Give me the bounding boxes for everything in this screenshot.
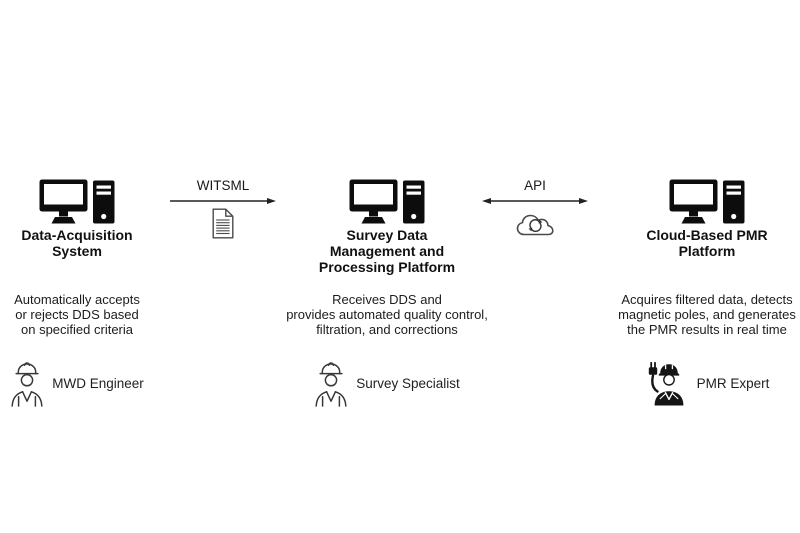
desktop-computer-icon	[277, 178, 497, 224]
right-arrow-icon	[170, 197, 276, 205]
document-icon	[170, 208, 276, 239]
node-cloud-pmr-platform: Cloud-Based PMR Platform Acquires filter…	[597, 178, 800, 414]
role-label: PMR Expert	[696, 375, 770, 391]
node-title: Survey Data Management and Processing Pl…	[318, 227, 456, 275]
node-title: Data-Acquisition System	[21, 227, 133, 259]
worker-hardhat-icon	[10, 359, 44, 407]
node-role: PMR Expert	[597, 357, 800, 409]
role-label: MWD Engineer	[52, 375, 144, 391]
role-label: Survey Specialist	[356, 375, 460, 391]
connection-label: API	[524, 178, 546, 193]
double-arrow-icon	[482, 197, 588, 205]
cloud-sync-icon	[482, 210, 588, 240]
node-description: Acquires filtered data, detects magnetic…	[618, 292, 796, 337]
node-role: Survey Specialist	[277, 357, 497, 409]
node-role: MWD Engineer	[2, 357, 152, 409]
node-description: Receives DDS and provides automated qual…	[286, 292, 488, 337]
node-title: Cloud-Based PMR Platform	[646, 227, 768, 259]
electrician-plug-icon	[645, 360, 689, 406]
desktop-computer-icon	[597, 178, 800, 224]
worker-hardhat-icon	[314, 359, 348, 407]
node-survey-data-platform: Survey Data Management and Processing Pl…	[277, 178, 497, 414]
desktop-computer-icon	[2, 178, 152, 224]
connection-label: WITSML	[196, 178, 250, 193]
node-description: Automatically accepts or rejects DDS bas…	[14, 292, 140, 337]
node-data-acquisition-system: Data-Acquisition System Automatically ac…	[2, 178, 152, 414]
